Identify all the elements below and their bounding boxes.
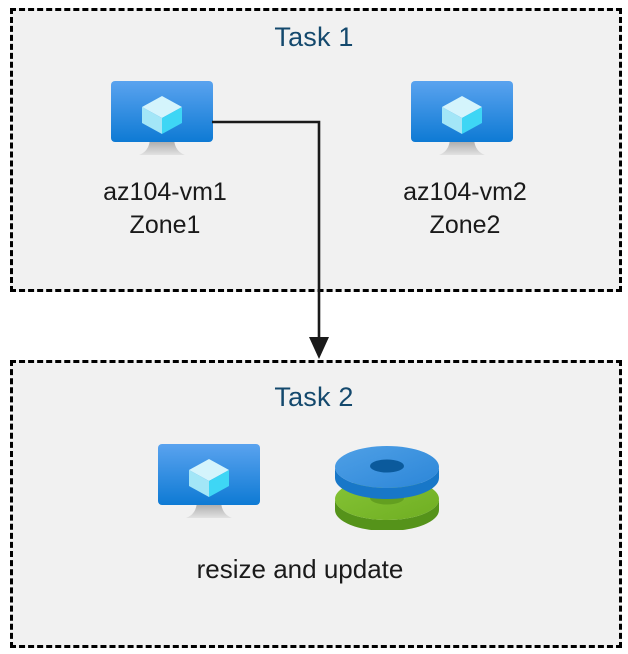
virtual-machine-icon[interactable] (410, 80, 514, 164)
vm3-icon-graphic (158, 444, 260, 518)
virtual-machine-icon[interactable] (110, 80, 214, 164)
task-2-title: Task 2 (274, 382, 354, 412)
task-2-panel (10, 360, 622, 648)
vm1-label: az104-vm1 Zone1 (103, 178, 227, 239)
disks-icon-graphic (335, 446, 439, 531)
vm2-icon-graphic (411, 81, 513, 155)
task-1-title: Task 1 (274, 22, 354, 52)
managed-disks-icon[interactable] (333, 440, 441, 531)
task-2-caption: resize and update (196, 554, 404, 584)
vm2-label: az104-vm2 Zone2 (403, 178, 527, 239)
down-arrow-icon (309, 337, 329, 359)
vm1-icon-graphic (111, 81, 213, 155)
virtual-machine-icon[interactable] (157, 443, 261, 527)
